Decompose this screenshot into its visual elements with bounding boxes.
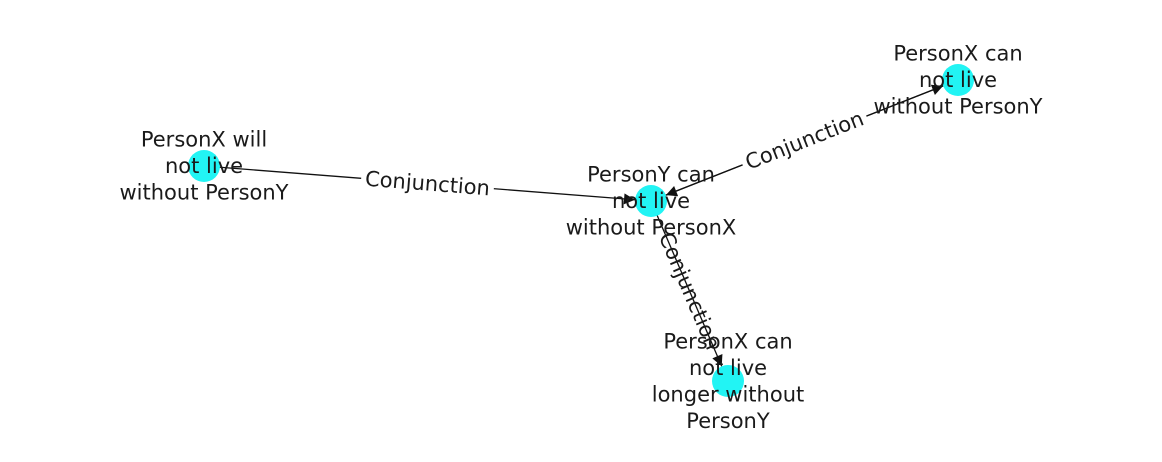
node-label-line: PersonY can (587, 163, 715, 187)
node-label-line: without PersonY (873, 95, 1042, 119)
edge-arrow (650, 200, 723, 367)
node-label-line: not live (919, 68, 997, 92)
graph-node (712, 365, 744, 397)
edge-label-group: Conjunction (360, 165, 495, 202)
node-label-line: not live (612, 189, 690, 213)
edge-label-background (360, 165, 495, 202)
edge-label: Conjunction (364, 167, 491, 201)
graph-node (942, 64, 974, 96)
node-label-line: not live (165, 154, 243, 178)
node-label-line: longer without (652, 382, 805, 406)
edge-label-group: Conjunction (737, 104, 872, 177)
edge-label: Conjunction (742, 106, 867, 174)
node-label-line: not live (689, 356, 767, 380)
node-label-line: PersonX can (893, 42, 1022, 66)
nodes-layer (188, 64, 974, 397)
node-label-line: PersonX can (663, 329, 792, 353)
edge-label-background (737, 104, 872, 177)
graph-node (635, 185, 667, 217)
node-label-line: PersonY (686, 409, 770, 433)
graph-node (188, 150, 220, 182)
node-label-line: without PersonY (119, 181, 288, 205)
node-label-line: PersonX will (141, 128, 267, 152)
node-label-line: without PersonX (566, 216, 737, 240)
